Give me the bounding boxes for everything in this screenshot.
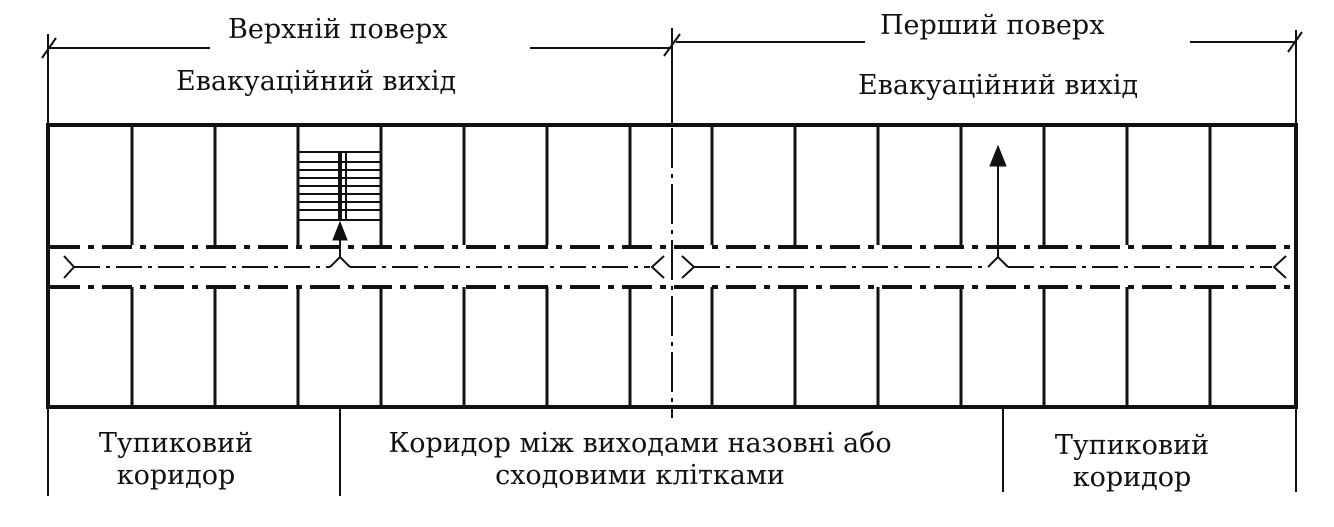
partitions-lower-row xyxy=(130,287,1212,405)
evacuation-path-right xyxy=(681,162,1287,279)
corridor-between-line2: сходовими клітками xyxy=(495,460,785,492)
dead-end-right-line1: Тупиковий xyxy=(1054,430,1210,461)
upper-floor-label: Верхній поверх xyxy=(228,14,448,45)
dead-end-corridor-left-label: Тупиковий коридор xyxy=(76,428,276,493)
corridor-between-exits-label: Коридор між виходами назовні або сходови… xyxy=(360,428,920,493)
dead-end-left-line2: коридор xyxy=(116,460,236,492)
dead-end-corridor-right-label: Тупиковий коридор xyxy=(1032,430,1232,495)
dead-end-left-line1: Тупиковий xyxy=(98,428,254,459)
exit-label-right: Евакуаційний вихід xyxy=(858,70,1139,101)
building-outline xyxy=(46,123,1298,409)
first-floor-label: Перший поверх xyxy=(880,10,1105,41)
evacuation-arrow-right xyxy=(989,144,1007,167)
evacuation-path-left xyxy=(63,232,665,279)
staircase xyxy=(297,151,382,221)
evacuation-arrow-left xyxy=(332,220,348,241)
exit-label-left: Евакуаційний вихід xyxy=(176,66,457,97)
corridor-between-line1: Коридор між виходами назовні або xyxy=(388,428,892,459)
dead-end-right-line2: коридор xyxy=(1072,462,1192,494)
